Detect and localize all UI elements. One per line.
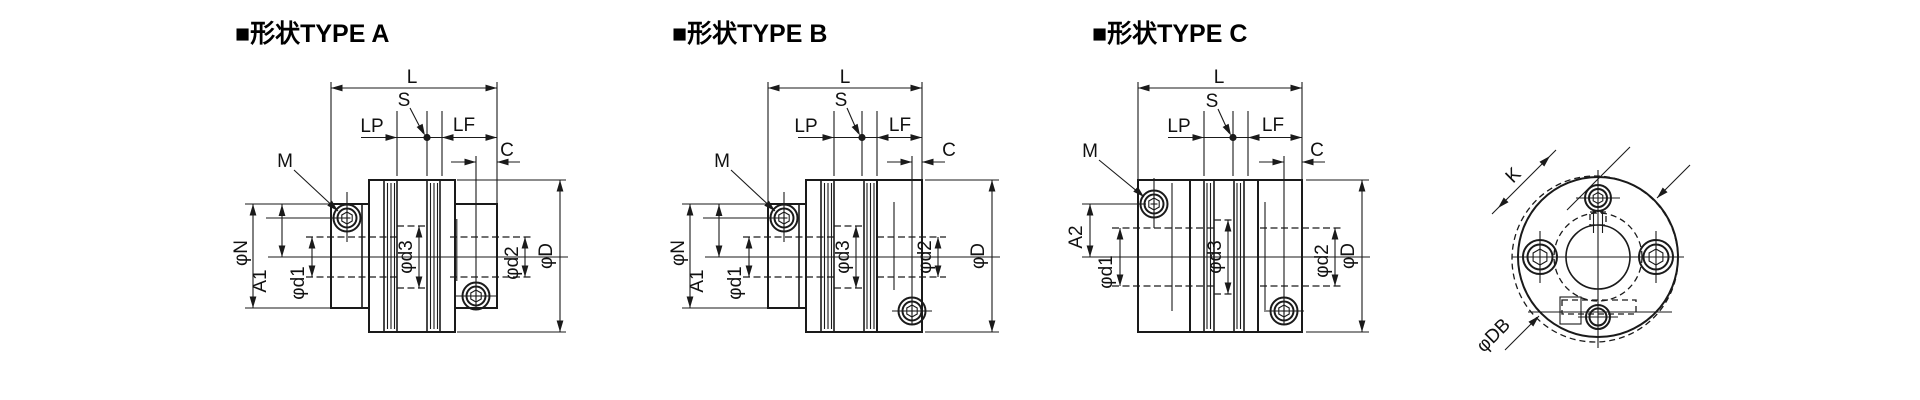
dim-label-s: S bbox=[835, 90, 848, 111]
dim-label-l: L bbox=[407, 67, 418, 88]
figure-title-type-c: ■形状TYPE C bbox=[1092, 20, 1247, 48]
dimension-C: C bbox=[451, 140, 520, 310]
dim-label-phi-d1: φd1 bbox=[1096, 255, 1117, 288]
dim-label-phi-db: φDB bbox=[1473, 315, 1515, 357]
bottom-screw-and-slit bbox=[1559, 296, 1637, 330]
dim-label-phi-n: φN bbox=[668, 240, 689, 266]
dimension-C: C bbox=[1259, 140, 1325, 325]
dimension-phi-D: φD bbox=[457, 179, 566, 333]
dimension-L: L bbox=[1137, 67, 1303, 180]
dimension-L: L bbox=[767, 67, 923, 204]
left-clamp-screw bbox=[1522, 231, 1558, 283]
dim-label-phi-d: φD bbox=[1338, 243, 1359, 269]
coupling-body bbox=[1082, 178, 1370, 333]
dimension-L: L bbox=[330, 67, 498, 204]
dim-label-a1: A1 bbox=[250, 269, 271, 292]
dimensions: L LP LF S C MφN A1 φd1 φd3 φd2 φD bbox=[668, 67, 999, 333]
dimension-phi-d1: φd1 bbox=[288, 237, 316, 300]
figure-title-type-b: ■形状TYPE B bbox=[672, 20, 827, 48]
dim-label-l: L bbox=[840, 67, 851, 88]
dimension-phi-DB: φDB bbox=[1473, 164, 1691, 357]
dimension-phi-D: φD bbox=[925, 179, 999, 333]
dim-label-phi-d1: φd1 bbox=[725, 266, 746, 299]
dim-label-phi-d2: φd2 bbox=[915, 240, 936, 273]
bore-hidden-lines bbox=[306, 225, 534, 289]
dimension-A2: A2 bbox=[1066, 204, 1094, 257]
dim-label-m: M bbox=[714, 151, 730, 172]
dim-label-s: S bbox=[398, 90, 411, 111]
dimension-phiN: φN bbox=[231, 203, 340, 309]
dimension-phiN: φN bbox=[668, 203, 777, 309]
dimension-phi-D: φD bbox=[1306, 179, 1369, 333]
figure-title-type-a: ■形状TYPE A bbox=[235, 20, 389, 48]
dim-label-s: S bbox=[1206, 91, 1219, 112]
dimension-phi-d3: φd3 bbox=[833, 226, 860, 288]
bore-hidden-lines bbox=[1112, 219, 1343, 295]
dimension-phi-d3: φd3 bbox=[396, 226, 423, 288]
dim-label-a1: A1 bbox=[687, 269, 708, 292]
dim-label-lf: LF bbox=[1262, 115, 1284, 136]
dim-label-c: C bbox=[1310, 140, 1324, 161]
disc-pack bbox=[805, 179, 878, 333]
dim-label-phi-d1: φd1 bbox=[288, 266, 309, 299]
dimension-LP-S-LF: LP LF S bbox=[1167, 91, 1302, 176]
dim-label-lp: LP bbox=[1167, 116, 1190, 137]
dim-label-lf: LF bbox=[453, 115, 475, 136]
dimension-phi-d2: φd2 bbox=[1312, 228, 1339, 286]
right-hub bbox=[876, 179, 923, 333]
dim-label-phi-d2: φd2 bbox=[502, 246, 523, 279]
disc-pack bbox=[368, 179, 456, 333]
right-hub bbox=[1257, 179, 1303, 333]
dim-label-c: C bbox=[500, 140, 514, 161]
dimension-LP-S-LF: LP LF S bbox=[794, 90, 922, 176]
dim-label-m: M bbox=[1082, 141, 1098, 162]
dim-label-lp: LP bbox=[360, 116, 383, 137]
dim-label-m: M bbox=[277, 151, 293, 172]
dim-label-c: C bbox=[942, 140, 956, 161]
dimension-phi-d2: φd2 bbox=[915, 237, 942, 277]
dimension-A1: A1 bbox=[687, 204, 784, 293]
dimension-A1: A1 bbox=[250, 204, 347, 293]
figure-type-a: ■形状TYPE A L LP LF S C MφN A1 φd1 φd3 φd2 φD bbox=[231, 20, 568, 333]
top-screw-hole bbox=[1576, 184, 1620, 233]
dim-label-lp: LP bbox=[794, 116, 817, 137]
dimension-phi-d3: φd3 bbox=[1205, 220, 1232, 294]
dimension-phi-d2: φd2 bbox=[502, 237, 529, 280]
dim-label-phi-n: φN bbox=[231, 240, 252, 266]
dim-label-phi-d3: φd3 bbox=[833, 240, 854, 273]
dimension-phi-d1: φd1 bbox=[725, 237, 753, 300]
dim-label-a2: A2 bbox=[1066, 225, 1087, 248]
dimension-LP-S-LF: LP LF S bbox=[360, 90, 497, 176]
coupling-body bbox=[705, 179, 1000, 333]
dim-label-phi-d2: φd2 bbox=[1312, 244, 1333, 277]
right-clamp-screw bbox=[1638, 231, 1674, 283]
dim-label-phi-d3: φd3 bbox=[396, 240, 417, 273]
dimensions: L LP LF S C MφN A1 φd1 φd3 φd2 φD bbox=[231, 67, 566, 333]
dimension-C: C bbox=[887, 140, 956, 325]
dim-label-phi-d: φD bbox=[536, 243, 557, 269]
dimension-phi-d1: φd1 bbox=[1096, 228, 1124, 289]
dim-label-phi-d: φD bbox=[968, 243, 989, 269]
dim-label-l: L bbox=[1214, 67, 1225, 88]
label-M: M bbox=[1082, 141, 1145, 198]
figure-type-b: ■形状TYPE B L LP LF S C MφN A1 φd1 φd3 φd2 φD bbox=[668, 20, 1000, 333]
dim-label-phi-d3: φd3 bbox=[1205, 240, 1226, 273]
dim-label-lf: LF bbox=[889, 115, 911, 136]
